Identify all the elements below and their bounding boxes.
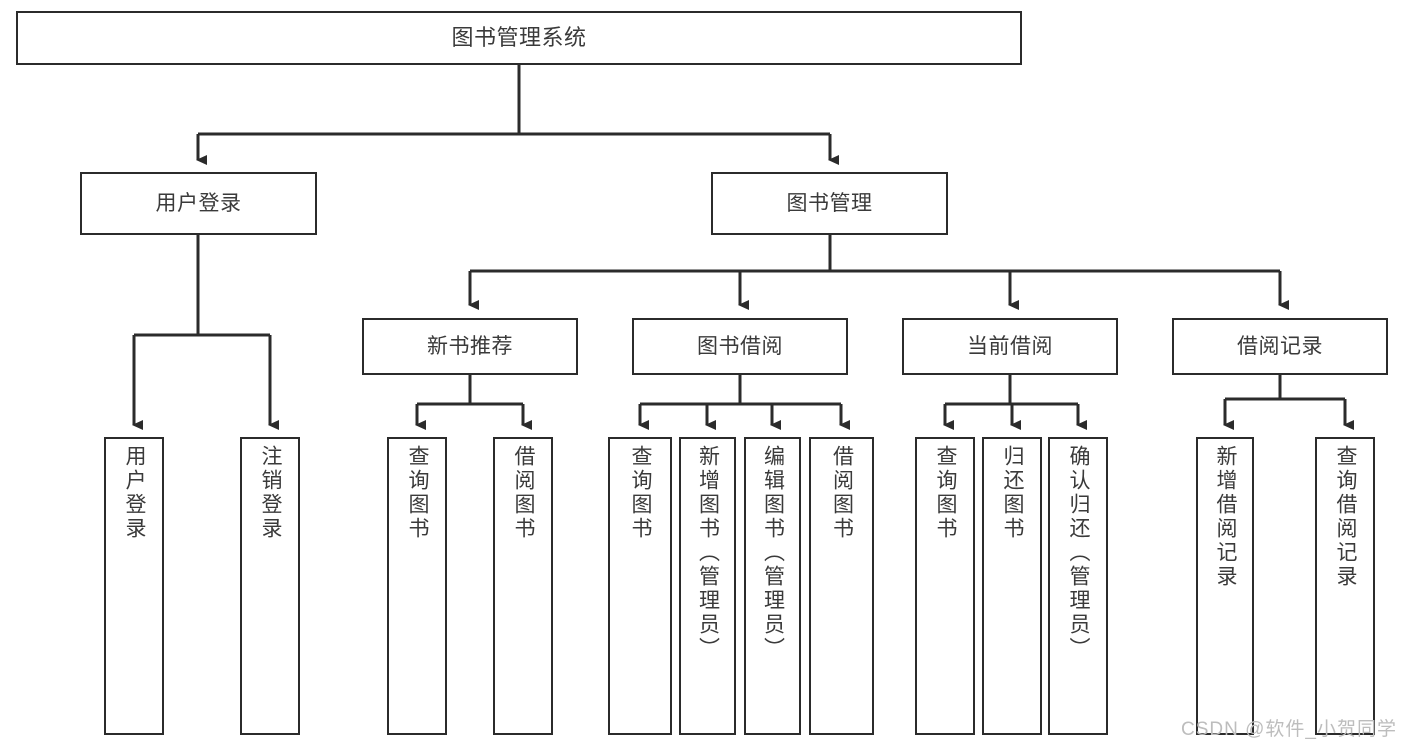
leaf-label: 查询借阅记录 xyxy=(1334,445,1358,589)
leaf-query-borrow-record[interactable]: 查询借阅记录 xyxy=(1315,437,1375,735)
node-borrow-records[interactable]: 借阅记录 xyxy=(1172,318,1388,375)
leaf-label: 查询图书 xyxy=(629,445,653,541)
node-label: 用户登录 xyxy=(155,191,242,215)
leaf-edit-book-admin[interactable]: 编辑图书（管理员） xyxy=(744,437,801,735)
leaf-borrow-book[interactable]: 借阅图书 xyxy=(809,437,874,735)
leaf-add-book-admin[interactable]: 新增图书（管理员） xyxy=(679,437,736,735)
leaf-label: 注销登录 xyxy=(259,445,283,541)
leaf-logout[interactable]: 注销登录 xyxy=(240,437,300,735)
node-label: 当前借阅 xyxy=(967,334,1053,358)
leaf-label: 确认归还（管理员） xyxy=(1067,445,1091,661)
node-label: 图书管理 xyxy=(786,191,873,215)
leaf-label: 归还图书 xyxy=(1001,445,1025,541)
leaf-query-book-recommend[interactable]: 查询图书 xyxy=(387,437,447,735)
leaf-label: 编辑图书（管理员） xyxy=(761,445,785,661)
leaf-label: 新增借阅记录 xyxy=(1214,445,1238,589)
node-book-borrow[interactable]: 图书借阅 xyxy=(632,318,848,375)
leaf-return-book[interactable]: 归还图书 xyxy=(982,437,1042,735)
leaf-user-login[interactable]: 用户登录 xyxy=(104,437,164,735)
leaf-add-borrow-record[interactable]: 新增借阅记录 xyxy=(1196,437,1254,735)
leaf-label: 用户登录 xyxy=(123,445,147,541)
node-user-login[interactable]: 用户登录 xyxy=(80,172,317,235)
leaf-label: 借阅图书 xyxy=(512,445,536,541)
node-new-book-recommend[interactable]: 新书推荐 xyxy=(362,318,578,375)
leaf-label: 查询图书 xyxy=(934,445,958,541)
node-label: 图书借阅 xyxy=(697,334,783,358)
leaf-borrow-book-recommend[interactable]: 借阅图书 xyxy=(493,437,553,735)
node-book-management[interactable]: 图书管理 xyxy=(711,172,948,235)
watermark: CSDN @软件_小贺同学 xyxy=(1181,719,1397,740)
leaf-label: 新增图书（管理员） xyxy=(696,445,720,661)
node-label: 借阅记录 xyxy=(1237,334,1323,358)
node-root-system[interactable]: 图书管理系统 xyxy=(16,11,1022,65)
leaf-confirm-return-admin[interactable]: 确认归还（管理员） xyxy=(1048,437,1108,735)
leaf-label: 借阅图书 xyxy=(830,445,854,541)
node-current-borrow[interactable]: 当前借阅 xyxy=(902,318,1118,375)
node-label: 新书推荐 xyxy=(427,334,513,358)
leaf-query-book-borrow[interactable]: 查询图书 xyxy=(608,437,672,735)
leaf-label: 查询图书 xyxy=(406,445,430,541)
leaf-query-book-current[interactable]: 查询图书 xyxy=(915,437,975,735)
node-label: 图书管理系统 xyxy=(451,24,587,50)
